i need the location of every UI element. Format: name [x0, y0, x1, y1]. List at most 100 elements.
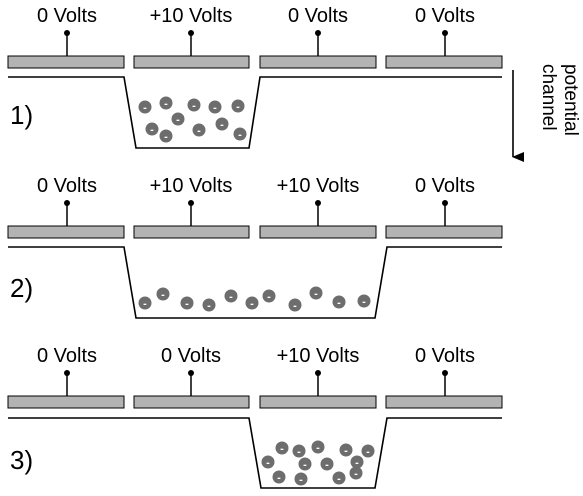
svg-text:-: - — [280, 443, 284, 455]
electron-icon: - — [350, 455, 364, 469]
electron-icon: - — [145, 122, 159, 136]
gate-electrode-3 — [259, 225, 377, 239]
svg-text:-: - — [314, 288, 318, 300]
svg-text:-: - — [192, 100, 196, 112]
pin-icon — [188, 200, 194, 206]
channel-potential-well — [8, 246, 502, 319]
gate-2-voltage: +10 Volts — [150, 5, 233, 27]
pin-icon — [315, 30, 321, 36]
pin-icon — [315, 200, 321, 206]
svg-text:-: - — [366, 446, 370, 458]
svg-text:-: - — [337, 297, 341, 309]
pin-icon — [315, 370, 321, 376]
svg-text:-: - — [362, 296, 366, 308]
gate-3-voltage: 0 Volts — [288, 5, 348, 27]
svg-text:-: - — [197, 125, 201, 137]
gate-electrode-3 — [259, 395, 377, 409]
axis-label-line-2: potential — [560, 64, 581, 136]
svg-text:-: - — [299, 474, 303, 486]
svg-text:-: - — [176, 114, 180, 126]
electron-icon: - — [192, 123, 206, 137]
gate-4-voltage: 0 Volts — [415, 175, 475, 197]
pin-icon — [64, 200, 70, 206]
electron-icon: - — [231, 99, 245, 113]
electron-cluster: ----------- — [138, 286, 371, 312]
pin-icon — [64, 370, 70, 376]
gate-1-voltage: 0 Volts — [37, 345, 97, 367]
electron-icon: - — [202, 298, 216, 312]
electron-icon: - — [180, 296, 194, 310]
svg-text:-: - — [185, 298, 189, 310]
electron-cluster: ----------- — [138, 96, 247, 143]
electron-icon: - — [245, 296, 259, 310]
pin-icon — [442, 30, 448, 36]
stage-3: 0 Volts 0 Volts +10 Volts 0 Volts 3) ---… — [7, 345, 503, 489]
electron-icon: - — [292, 444, 306, 458]
stage-number: 1) — [10, 100, 33, 130]
electron-icon: - — [339, 443, 353, 457]
electron-icon: - — [320, 457, 334, 471]
channel-potential-well — [8, 417, 502, 489]
gate-1-voltage: 0 Volts — [37, 5, 97, 27]
electron-icon: - — [309, 286, 323, 300]
electron-icon: - — [298, 457, 312, 471]
electron-icon: - — [288, 298, 302, 312]
electron-icon: - — [215, 117, 229, 131]
svg-text:-: - — [344, 445, 348, 457]
gate-electrode-2 — [133, 395, 250, 409]
electron-icon: - — [159, 96, 173, 110]
gate-electrode-1 — [7, 225, 125, 239]
gate-pins — [64, 370, 448, 396]
svg-text:-: - — [150, 124, 154, 136]
svg-text:-: - — [207, 300, 211, 312]
pin-icon — [442, 200, 448, 206]
electron-icon: - — [357, 294, 371, 308]
svg-text:-: - — [354, 468, 358, 480]
electron-icon: - — [187, 98, 201, 112]
electron-icon: - — [224, 289, 238, 303]
channel-potential-axis: channel potential — [512, 64, 581, 162]
gate-2-voltage: +10 Volts — [150, 175, 233, 197]
electron-icon: - — [311, 440, 325, 454]
gate-pins — [64, 30, 448, 56]
svg-text:-: - — [213, 102, 217, 114]
electron-icon: - — [332, 471, 346, 485]
gate-electrode-1 — [7, 55, 125, 69]
gate-4-voltage: 0 Volts — [415, 345, 475, 367]
gate-electrode-1 — [7, 395, 125, 409]
svg-text:-: - — [229, 291, 233, 303]
svg-text:-: - — [250, 298, 254, 310]
gate-3-voltage: +10 Volts — [277, 345, 360, 367]
axis-label-line-1: channel — [538, 64, 559, 131]
svg-text:-: - — [267, 291, 271, 303]
pin-icon — [442, 370, 448, 376]
electron-icon: - — [159, 129, 173, 143]
stage-number: 3) — [10, 445, 33, 475]
gate-electrode-2 — [133, 225, 250, 239]
pin-icon — [188, 30, 194, 36]
electron-icon: - — [208, 100, 222, 114]
electron-icon: - — [261, 455, 275, 469]
svg-text:-: - — [303, 459, 307, 471]
gate-electrode-4 — [385, 225, 503, 239]
svg-text:-: - — [293, 300, 297, 312]
svg-text:-: - — [337, 473, 341, 485]
svg-text:-: - — [164, 131, 168, 143]
svg-text:-: - — [161, 289, 165, 301]
pin-icon — [188, 370, 194, 376]
gate-1-voltage: 0 Volts — [37, 175, 97, 197]
electron-icon: - — [275, 441, 289, 455]
stage-number: 2) — [10, 273, 33, 303]
svg-text:-: - — [355, 457, 359, 469]
electron-icon: - — [349, 466, 363, 480]
channel-potential-well — [8, 76, 502, 149]
gate-3-voltage: +10 Volts — [277, 175, 360, 197]
svg-text:-: - — [220, 119, 224, 131]
gate-electrodes — [7, 395, 503, 409]
gate-electrode-2 — [133, 55, 250, 69]
stage-2: 0 Volts +10 Volts +10 Volts 0 Volts 2) -… — [7, 175, 503, 319]
gate-electrode-3 — [259, 55, 377, 69]
electron-icon: - — [233, 127, 247, 141]
